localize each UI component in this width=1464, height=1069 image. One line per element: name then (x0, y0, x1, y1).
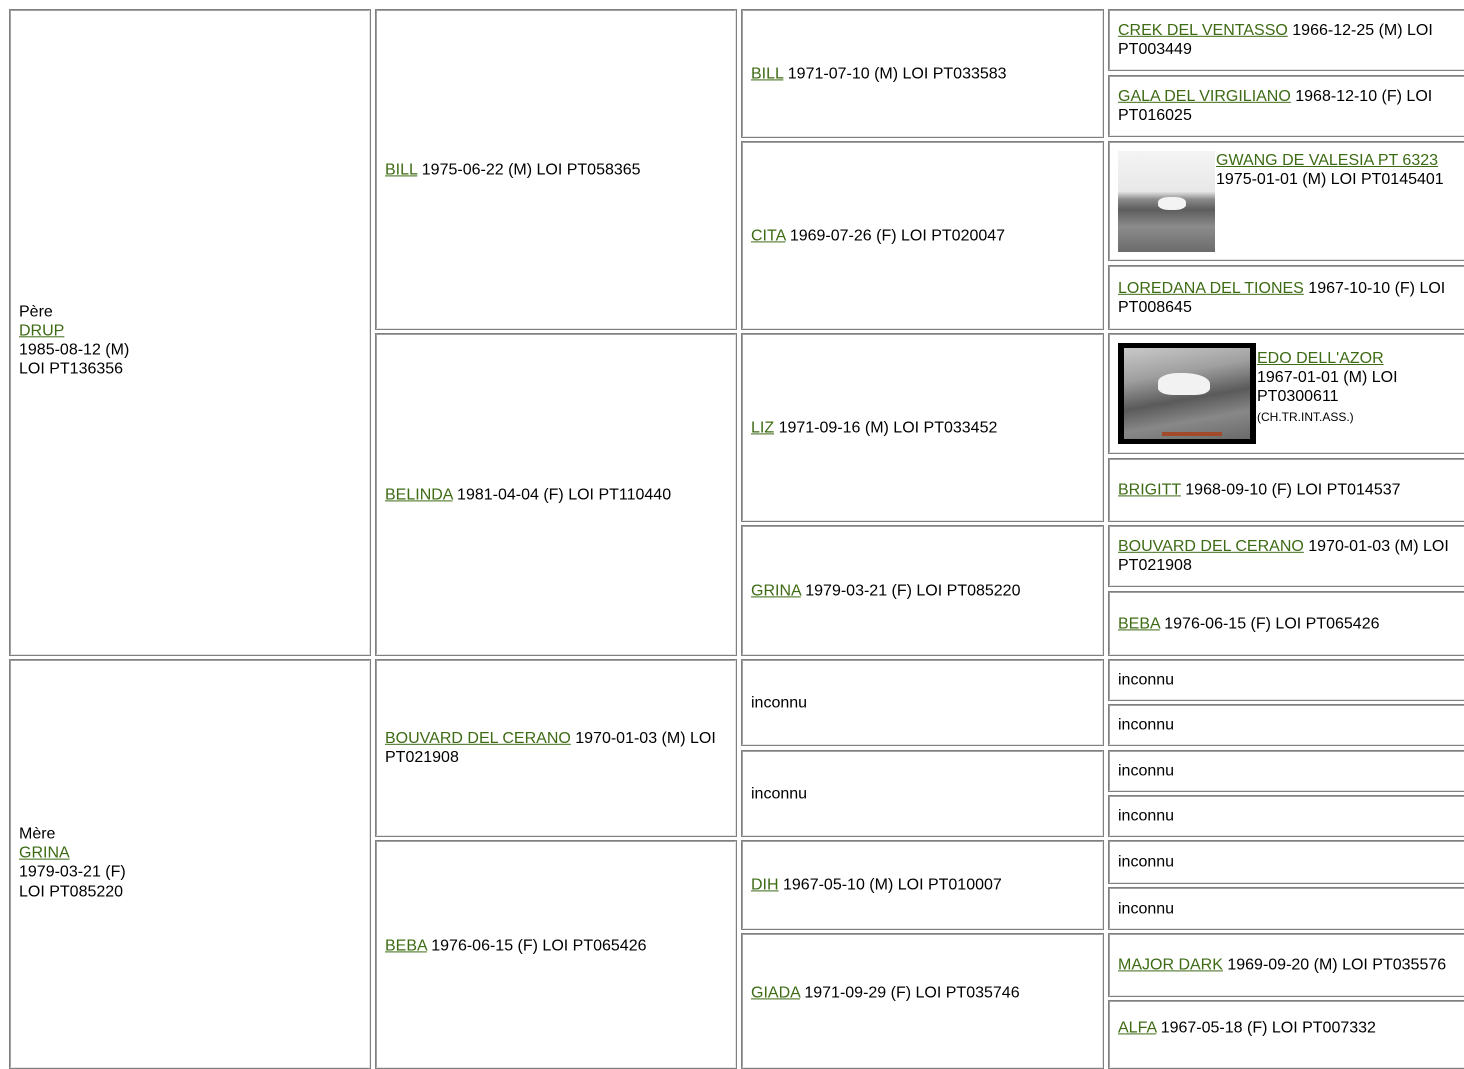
pointer-dog-photo-field (1118, 151, 1215, 252)
pere-date: 1985-08-12 (M) (19, 341, 130, 359)
gen4-info: 1975-01-01 (M) LOI PT0145401 (1216, 171, 1444, 189)
gen4-unknown: inconnu (1118, 853, 1175, 871)
gen4-info: 1967-10-10 (F) LOI PT008645 (1118, 279, 1446, 316)
pedigree-cell-pere: Père DRUP 1985-08-12 (M) LOI PT136356 (9, 9, 371, 656)
pedigree-cell-gen4: MAJOR DARK 1969-09-20 (M) LOI PT035576 (1108, 933, 1464, 997)
gen3-name-link[interactable]: CITA (751, 226, 786, 244)
pedigree-cell-gen3: GRINA 1979-03-21 (F) LOI PT085220 (741, 525, 1104, 656)
gen3-info: 1979-03-21 (F) LOI PT085220 (800, 581, 1021, 599)
gen4-info: 1968-09-10 (F) LOI PT014537 (1180, 481, 1401, 499)
pedigree-cell-gen4: inconnu (1108, 704, 1464, 746)
gen4-info: 1976-06-15 (F) LOI PT065426 (1159, 614, 1380, 632)
gen4-name-link[interactable]: LOREDANA DEL TIONES (1118, 279, 1304, 297)
gen4-name-link[interactable]: BEBA (1118, 614, 1160, 632)
gen4-info: 1968-12-10 (F) LOI PT016025 (1118, 87, 1433, 124)
gen2-name-link[interactable]: BILL (385, 160, 418, 178)
pedigree-cell-gen4: inconnu (1108, 887, 1464, 930)
gen4-unknown: inconnu (1118, 807, 1175, 825)
pedigree-cell-gen2: BELINDA 1981-04-04 (F) LOI PT110440 (375, 333, 737, 656)
pedigree-cell-gen4: inconnu (1108, 795, 1464, 837)
pedigree-cell-gen2: BILL 1975-06-22 (M) LOI PT058365 (375, 9, 737, 330)
gen4-name-link[interactable]: GWANG DE VALESIA PT 6323 (1216, 152, 1439, 169)
gen3-name-link[interactable]: GIADA (751, 984, 800, 1002)
pedigree-cell-gen4: BEBA 1976-06-15 (F) LOI PT065426 (1108, 591, 1464, 656)
pedigree-cell-gen3: DIH 1967-05-10 (M) LOI PT010007 (741, 840, 1104, 930)
pedigree-cell-gen4: CREK DEL VENTASSO 1966-12-25 (M) LOI PT0… (1108, 9, 1464, 71)
mere-label: Mère (19, 825, 56, 843)
gen4-name-link[interactable]: MAJOR DARK (1118, 956, 1223, 974)
gen3-info: 1967-05-10 (M) LOI PT010007 (778, 876, 1002, 894)
mere-loi: LOI PT085220 (19, 883, 124, 901)
gen3-name-link[interactable]: GRINA (751, 581, 801, 599)
pedigree-cell-gen3: CITA 1969-07-26 (F) LOI PT020047 (741, 141, 1104, 330)
gen4-name-link[interactable]: BRIGITT (1118, 481, 1181, 499)
pedigree-cell-gen4: BOUVARD DEL CERANO 1970-01-03 (M) LOI PT… (1108, 525, 1464, 587)
pedigree-cell-gen3: LIZ 1971-09-16 (M) LOI PT033452 (741, 333, 1104, 522)
pedigree-cell-gen4: GALA DEL VIRGILIANO 1968-12-10 (F) LOI P… (1108, 75, 1464, 137)
pedigree-cell-gen3: GIADA 1971-09-29 (F) LOI PT035746 (741, 933, 1104, 1069)
gen2-info: 1975-06-22 (M) LOI PT058365 (417, 160, 641, 178)
pointer-dog-photo-grass (1118, 343, 1256, 444)
gen4-info: 1970-01-03 (M) LOI PT021908 (1118, 537, 1449, 574)
gen4-title: (CH.TR.INT.ASS.) (1257, 409, 1354, 424)
gen2-info: 1981-04-04 (F) LOI PT110440 (452, 485, 672, 503)
pedigree-cell-gen4: ALFA 1967-05-18 (F) LOI PT007332 (1108, 1000, 1464, 1069)
pedigree-cell-gen4: inconnu (1108, 659, 1464, 701)
gen4-info: 1967-01-01 (M) LOI PT0300611 (1257, 369, 1398, 406)
gen3-info: 1969-07-26 (F) LOI PT020047 (785, 226, 1006, 244)
gen4-name-link[interactable]: GALA DEL VIRGILIANO (1118, 87, 1291, 105)
gen4-name-link[interactable]: ALFA (1118, 1019, 1157, 1037)
gen4-unknown: inconnu (1118, 671, 1175, 689)
gen3-unknown: inconnu (751, 784, 808, 802)
pere-name-link[interactable]: DRUP (19, 321, 65, 339)
gen4-name-link[interactable]: BOUVARD DEL CERANO (1118, 537, 1304, 555)
gen2-name-link[interactable]: BOUVARD DEL CERANO (385, 729, 571, 747)
gen4-info: 1969-09-20 (M) LOI PT035576 (1222, 956, 1447, 974)
gen3-unknown: inconnu (751, 693, 808, 711)
gen4-unknown: inconnu (1118, 899, 1175, 917)
gen3-name-link[interactable]: DIH (751, 876, 779, 894)
gen4-info: 1966-12-25 (M) LOI PT003449 (1118, 21, 1433, 58)
gen2-name-link[interactable]: BEBA (385, 937, 427, 955)
gen3-name-link[interactable]: BILL (751, 64, 784, 82)
gen2-name-link[interactable]: BELINDA (385, 485, 453, 503)
pedigree-cell-gen2: BEBA 1976-06-15 (F) LOI PT065426 (375, 840, 737, 1069)
pedigree-cell-gen4: inconnu (1108, 750, 1464, 792)
gen4-name-link[interactable]: EDO DELL'AZOR (1257, 350, 1384, 367)
pedigree-cell-gen3: BILL 1971-07-10 (M) LOI PT033583 (741, 9, 1104, 138)
gen4-name-link[interactable]: CREK DEL VENTASSO (1118, 21, 1288, 39)
pere-loi: LOI PT136356 (19, 360, 124, 378)
pedigree-cell-gen4: LOREDANA DEL TIONES 1967-10-10 (F) LOI P… (1108, 265, 1464, 330)
gen4-info: 1967-05-18 (F) LOI PT007332 (1156, 1019, 1376, 1037)
gen4-unknown: inconnu (1118, 762, 1175, 780)
gen3-name-link[interactable]: LIZ (751, 418, 775, 436)
gen2-info: 1970-01-03 (M) LOI PT021908 (385, 729, 716, 766)
gen3-info: 1971-09-16 (M) LOI PT033452 (774, 418, 998, 436)
gen3-info: 1971-09-29 (F) LOI PT035746 (799, 984, 1020, 1002)
pedigree-cell-gen2: BOUVARD DEL CERANO 1970-01-03 (M) LOI PT… (375, 659, 737, 837)
gen3-info: 1971-07-10 (M) LOI PT033583 (783, 64, 1007, 82)
pedigree-cell-gen4: GWANG DE VALESIA PT 6323 1975-01-01 (M) … (1108, 141, 1464, 261)
pedigree-cell-gen4: BRIGITT 1968-09-10 (F) LOI PT014537 (1108, 458, 1464, 522)
mere-name-link[interactable]: GRINA (19, 844, 70, 862)
pedigree-cell-gen3: inconnu (741, 659, 1104, 746)
pedigree-cell-gen3: inconnu (741, 750, 1104, 837)
pedigree-cell-gen4: inconnu (1108, 840, 1464, 884)
pedigree-cell-mere: Mère GRINA 1979-03-21 (F) LOI PT085220 (9, 659, 371, 1069)
mere-date: 1979-03-21 (F) (19, 864, 126, 881)
gen4-unknown: inconnu (1118, 716, 1175, 734)
gen2-info: 1976-06-15 (F) LOI PT065426 (426, 937, 647, 955)
pedigree-cell-gen4: EDO DELL'AZOR 1967-01-01 (M) LOI PT03006… (1108, 333, 1464, 454)
pere-label: Père (19, 302, 53, 320)
